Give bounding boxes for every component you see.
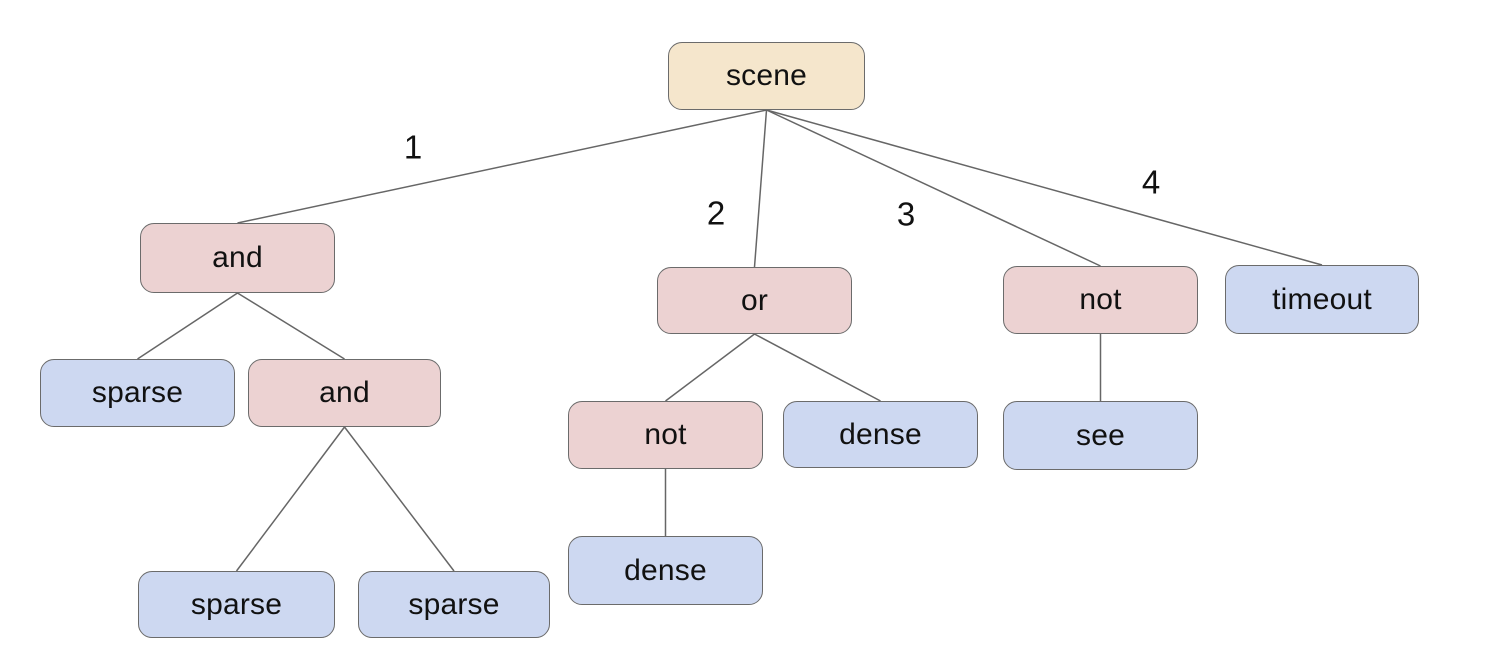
tree-node-dense1: dense <box>783 401 978 468</box>
edge-or1-dense1 <box>754 333 881 402</box>
tree-node-not1: not <box>1003 266 1198 334</box>
edge-label-scene-and1: 1 <box>403 128 423 166</box>
tree-node-sparse3: sparse <box>358 571 550 638</box>
tree-node-and2: and <box>248 359 441 427</box>
edge-scene-and1 <box>237 109 767 224</box>
edge-and2-sparse3 <box>343 426 455 572</box>
edge-or1-not2 <box>665 333 755 402</box>
tree-node-and1: and <box>140 223 335 293</box>
tree-node-dense2: dense <box>568 536 763 605</box>
edge-label-scene-not1: 3 <box>896 195 916 233</box>
edge-label-scene-timeout1: 4 <box>1141 163 1161 201</box>
tree-node-or1: or <box>657 267 852 334</box>
tree-node-see1: see <box>1003 401 1198 470</box>
edge-and1-and2 <box>237 292 345 360</box>
tree-node-sparse1: sparse <box>40 359 235 427</box>
tree-node-not2: not <box>568 401 763 469</box>
tree-node-scene: scene <box>668 42 865 110</box>
edge-scene-or1 <box>753 109 768 268</box>
tree-node-timeout1: timeout <box>1225 265 1419 334</box>
tree-node-sparse2: sparse <box>138 571 335 638</box>
edge-label-scene-or1: 2 <box>706 194 726 232</box>
edge-scene-not1 <box>766 109 1101 267</box>
edge-and2-sparse2 <box>235 426 346 572</box>
edge-scene-timeout1 <box>766 109 1323 266</box>
edge-and1-sparse1 <box>137 292 238 360</box>
